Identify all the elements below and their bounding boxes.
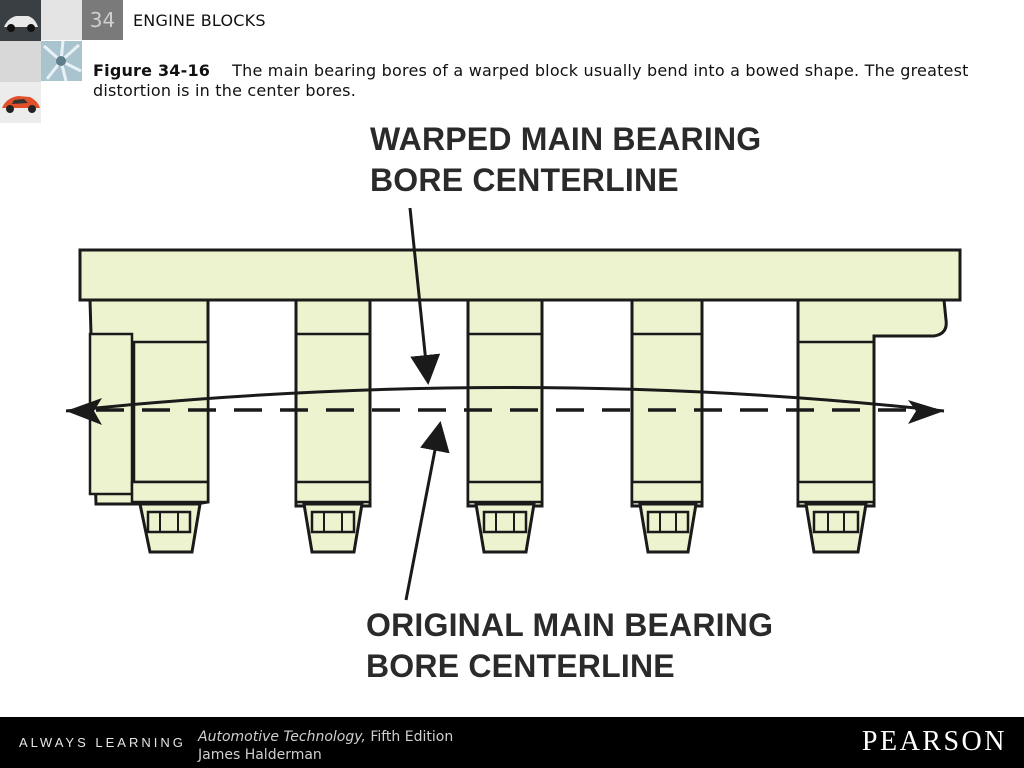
footer-bar: ALWAYS LEARNING Automotive Technology, F… [0,717,1024,768]
figure-label: Figure 34-16 [93,61,211,80]
footer-slogan: ALWAYS LEARNING [19,735,186,750]
publisher-logo: PEARSON [861,726,1007,757]
bearing-web-4 [630,298,704,554]
original-label-line2: BORE CENTERLINE [366,648,675,684]
sports-car-thumbnail-image [0,82,41,123]
original-pointer-arrow [404,421,450,601]
book-author: James Halderman [198,747,322,763]
engine-block-diagram: WARPED MAIN BEARING BORE CENTERLINE [65,121,962,684]
chapter-number: 34 [89,8,116,32]
warped-label-line1: WARPED MAIN BEARING [370,121,761,157]
figure-caption-text: The main bearing bores of a warped block… [93,61,969,100]
bearing-web-5 [796,298,948,554]
turbine-thumbnail-image [41,41,82,81]
thumbnail-block-blank [41,0,82,40]
bearing-web-2 [294,298,372,554]
gray-thumbnail-block [0,41,41,82]
warped-centerline-right-arrowhead [908,400,944,424]
block-deck [78,248,962,302]
bearing-web-3 [466,298,544,554]
warped-centerline-left-arrowhead [66,398,102,425]
bearing-web-1 [88,298,210,554]
warped-centerline [65,386,945,413]
chapter-thumbnails [0,0,41,123]
chapter-title: ENGINE BLOCKS [133,11,266,30]
warped-pointer-arrow [408,207,441,385]
car-thumbnail-image [0,0,41,41]
original-label-line1: ORIGINAL MAIN BEARING [366,607,773,643]
chapter-number-badge: 34 [82,0,123,40]
footer-book-info: Automotive Technology, Fifth Edition Jam… [198,728,453,764]
book-title: Automotive Technology, [198,729,366,745]
book-edition: Fifth Edition [370,729,454,745]
warped-label-line2: BORE CENTERLINE [370,162,679,198]
